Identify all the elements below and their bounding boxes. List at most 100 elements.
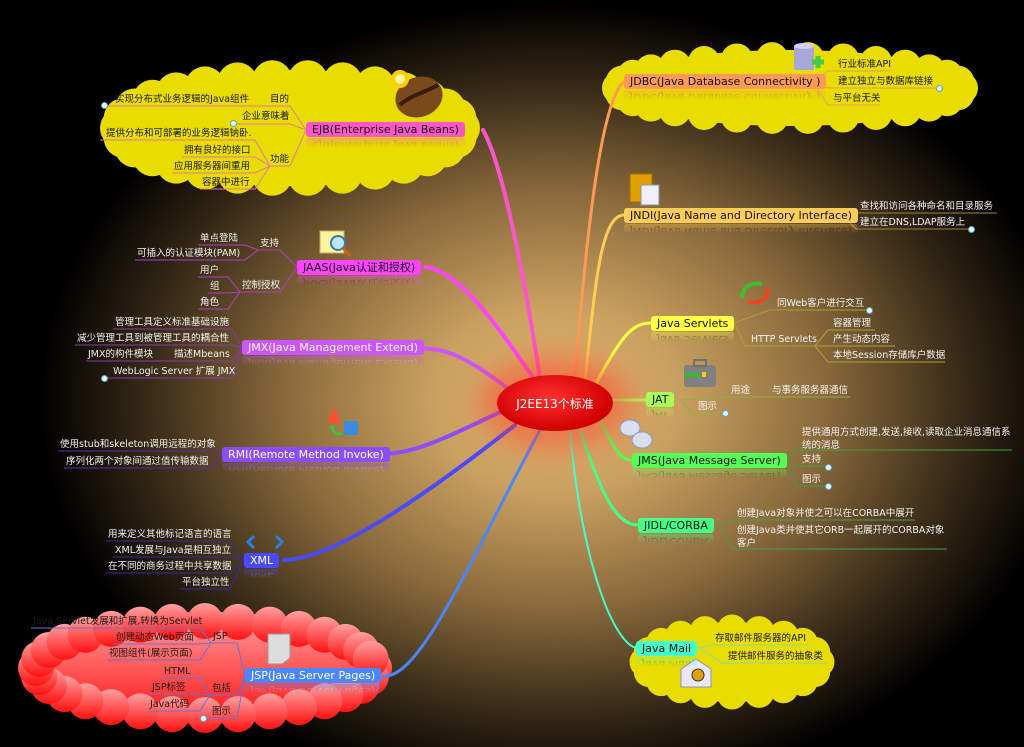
jmx-item[interactable]: 减少管理工具到被管理工具的耦合性 [77,333,230,344]
node-jms[interactable]: JMS(Java Message Server) [632,453,787,468]
jms-diagram[interactable]: 图示 [802,474,822,485]
chat-bubbles-icon [619,419,653,449]
jaas-support-item[interactable]: 单点登陆 [200,233,239,244]
jat-use[interactable]: 与事务服务器通信 [772,385,849,396]
jsp-include-label[interactable]: 包括 [212,683,232,694]
jdbc-item[interactable]: 建立独立与数据库链接 [838,76,934,87]
jmx-mbeans[interactable]: 描述Mbeans [174,349,230,360]
servlets-http-item[interactable]: 容器管理 [833,318,872,329]
node-jsp[interactable]: JSP(Java Server Pages) [245,668,382,683]
jsp-include-item[interactable]: JSP标签 [152,682,186,693]
mail-item[interactable]: 提供邮件服务的抽象类 [728,651,824,662]
branch-mail [569,429,637,649]
ejb-purpose[interactable]: 实现分布式业务逻辑的Java组件 [115,94,250,105]
expand-dot-icon[interactable] [825,483,832,490]
jaas-control-label[interactable]: 控制授权 [242,280,281,291]
node-xml[interactable]: XML [244,553,280,568]
xml-item[interactable]: 平台独立性 [182,577,230,588]
folder-document-icon [629,173,660,206]
jsp-page-icon [267,633,291,665]
jsp-include-item[interactable]: HTML [164,666,191,677]
jat-use-label[interactable]: 用途 [731,385,751,396]
node-jidl[interactable]: JIDL/CORBA [638,518,714,533]
node-jdbc[interactable]: JDBC(Java Database Connectivity ) [624,74,827,89]
expand-dot-icon[interactable] [722,410,729,417]
servlets-http-label[interactable]: HTTP Servlets [751,334,817,345]
jaas-support-label[interactable]: 支持 [260,238,280,249]
jms-desc[interactable]: 提供通用方式创建,发送,接收,读取企业消息通信系统的消息 [802,427,1011,451]
expand-dot-icon[interactable] [101,375,108,382]
jsp-item[interactable]: Java Servlet发展和扩展,转换为Servlet [33,616,203,627]
node-rmi[interactable]: RMI(Remote Method Invoke) [222,447,390,462]
briefcase-icon [684,359,716,387]
jidl-item[interactable]: 创建Java对象并使之可以在CORBA中展开 [737,508,915,519]
ejb-function-label[interactable]: 功能 [270,154,290,165]
branch-jidl [578,428,640,527]
jsp-item[interactable]: 视图组件(展示页面) [109,648,193,659]
servlets-web[interactable]: 同Web客户进行交互 [777,298,865,309]
jsp-diagram[interactable]: 图示 [212,706,232,717]
node-jaas[interactable]: JAAS(Java认证和授权) [297,260,422,275]
jaas-support-item[interactable]: 可插入的认证模块(PAM) [137,248,241,259]
central-topic[interactable]: J2EE13个标准 [497,375,613,431]
servlets-http-item[interactable]: 本地Session存储库户数据 [833,350,946,361]
jidl-item[interactable]: 创建Java类并使其它ORB一起展开的CORBA对象客户 [737,525,945,549]
expand-dot-icon[interactable] [968,226,975,233]
magnifier-document-icon [319,230,352,257]
jdbc-item[interactable]: 行业标准API [838,59,892,70]
ejb-function-item[interactable]: 应用服务器间重用 [174,161,251,172]
cloud-jsp [18,603,392,733]
ejb-purpose-label[interactable]: 目的 [270,94,290,105]
expand-dot-icon[interactable] [936,85,943,92]
xml-item[interactable]: 在不同的商务过程中共享数据 [108,561,232,572]
branch-jdbc [573,80,626,380]
jsp-item[interactable]: 创建动态Web页面 [116,632,194,643]
jsp-jsp-label[interactable]: JSP [213,631,228,642]
ejb-function-item[interactable]: 容器中进行 [202,177,250,188]
coffee-bean-icon [391,70,443,118]
mail-bug-icon [680,658,712,688]
node-jndi[interactable]: JNDI(Java Name and Directory Interface) [624,208,859,223]
ejb-function-item[interactable]: 提供分布和可部署的业务逻辑钠卧. [106,128,252,139]
branch-jsp [381,428,542,678]
jmx-item[interactable]: JMX的构件模块 [88,349,154,360]
expand-dot-icon[interactable] [866,307,873,314]
jmx-item[interactable]: 管理工具定义标准基础设施 [115,317,230,328]
node-ejb[interactable]: EJB(Enterprise Java Beans) [306,122,465,137]
servlets-http-item[interactable]: 产生动态内容 [833,334,891,345]
expand-dot-icon[interactable] [101,102,108,109]
ejb-function-item[interactable]: 拥有良好的接口 [184,145,251,156]
jsp-include-item[interactable]: Java代码 [150,699,190,710]
node-jat[interactable]: JAT [646,392,675,407]
branch-jndi [583,213,626,382]
jaas-control-item[interactable]: 组 [210,281,220,292]
xml-item[interactable]: XML发展与Java是相互独立 [115,545,232,556]
node-mail[interactable]: Java Mail [636,641,698,656]
jmx-item[interactable]: WebLogic Server 扩展 JMX [113,366,236,377]
jat-diagram[interactable]: 图示 [698,401,718,412]
jdbc-item[interactable]: 与平台无关 [833,93,881,104]
xml-item[interactable]: 用来定义其他标记语言的语言 [108,529,232,540]
jndi-item[interactable]: 建立在DNS,LDAP服务上 [860,217,966,228]
rmi-item[interactable]: 序列化两个对象间通过值传输数据 [66,456,209,467]
node-servlets[interactable]: Java Servlets [651,316,735,331]
expand-dot-icon[interactable] [230,120,237,127]
jndi-item[interactable]: 查找和访问各种命名和目录服务 [860,201,994,212]
rmi-item[interactable]: 使用stub和skeleton调用远程的对象 [60,439,216,450]
refresh-arrows-icon [740,281,770,305]
jaas-control-item[interactable]: 角色 [200,297,220,308]
database-add-icon [794,43,824,70]
jaas-control-item[interactable]: 用户 [200,265,220,276]
mail-item[interactable]: 存取邮件服务器的API [715,633,807,644]
ejb-meaning[interactable]: 企业意味着 [242,111,290,122]
xml-brackets-icon [245,534,285,550]
expand-dot-icon[interactable] [200,715,207,722]
jms-support[interactable]: 支持 [802,454,822,465]
branch-ejb [481,128,542,380]
branch-jms [598,418,634,462]
rmi-cube-icon [327,407,358,436]
expand-dot-icon[interactable] [825,464,832,471]
node-jmx[interactable]: JMX(Java Management Extend) [242,340,425,355]
